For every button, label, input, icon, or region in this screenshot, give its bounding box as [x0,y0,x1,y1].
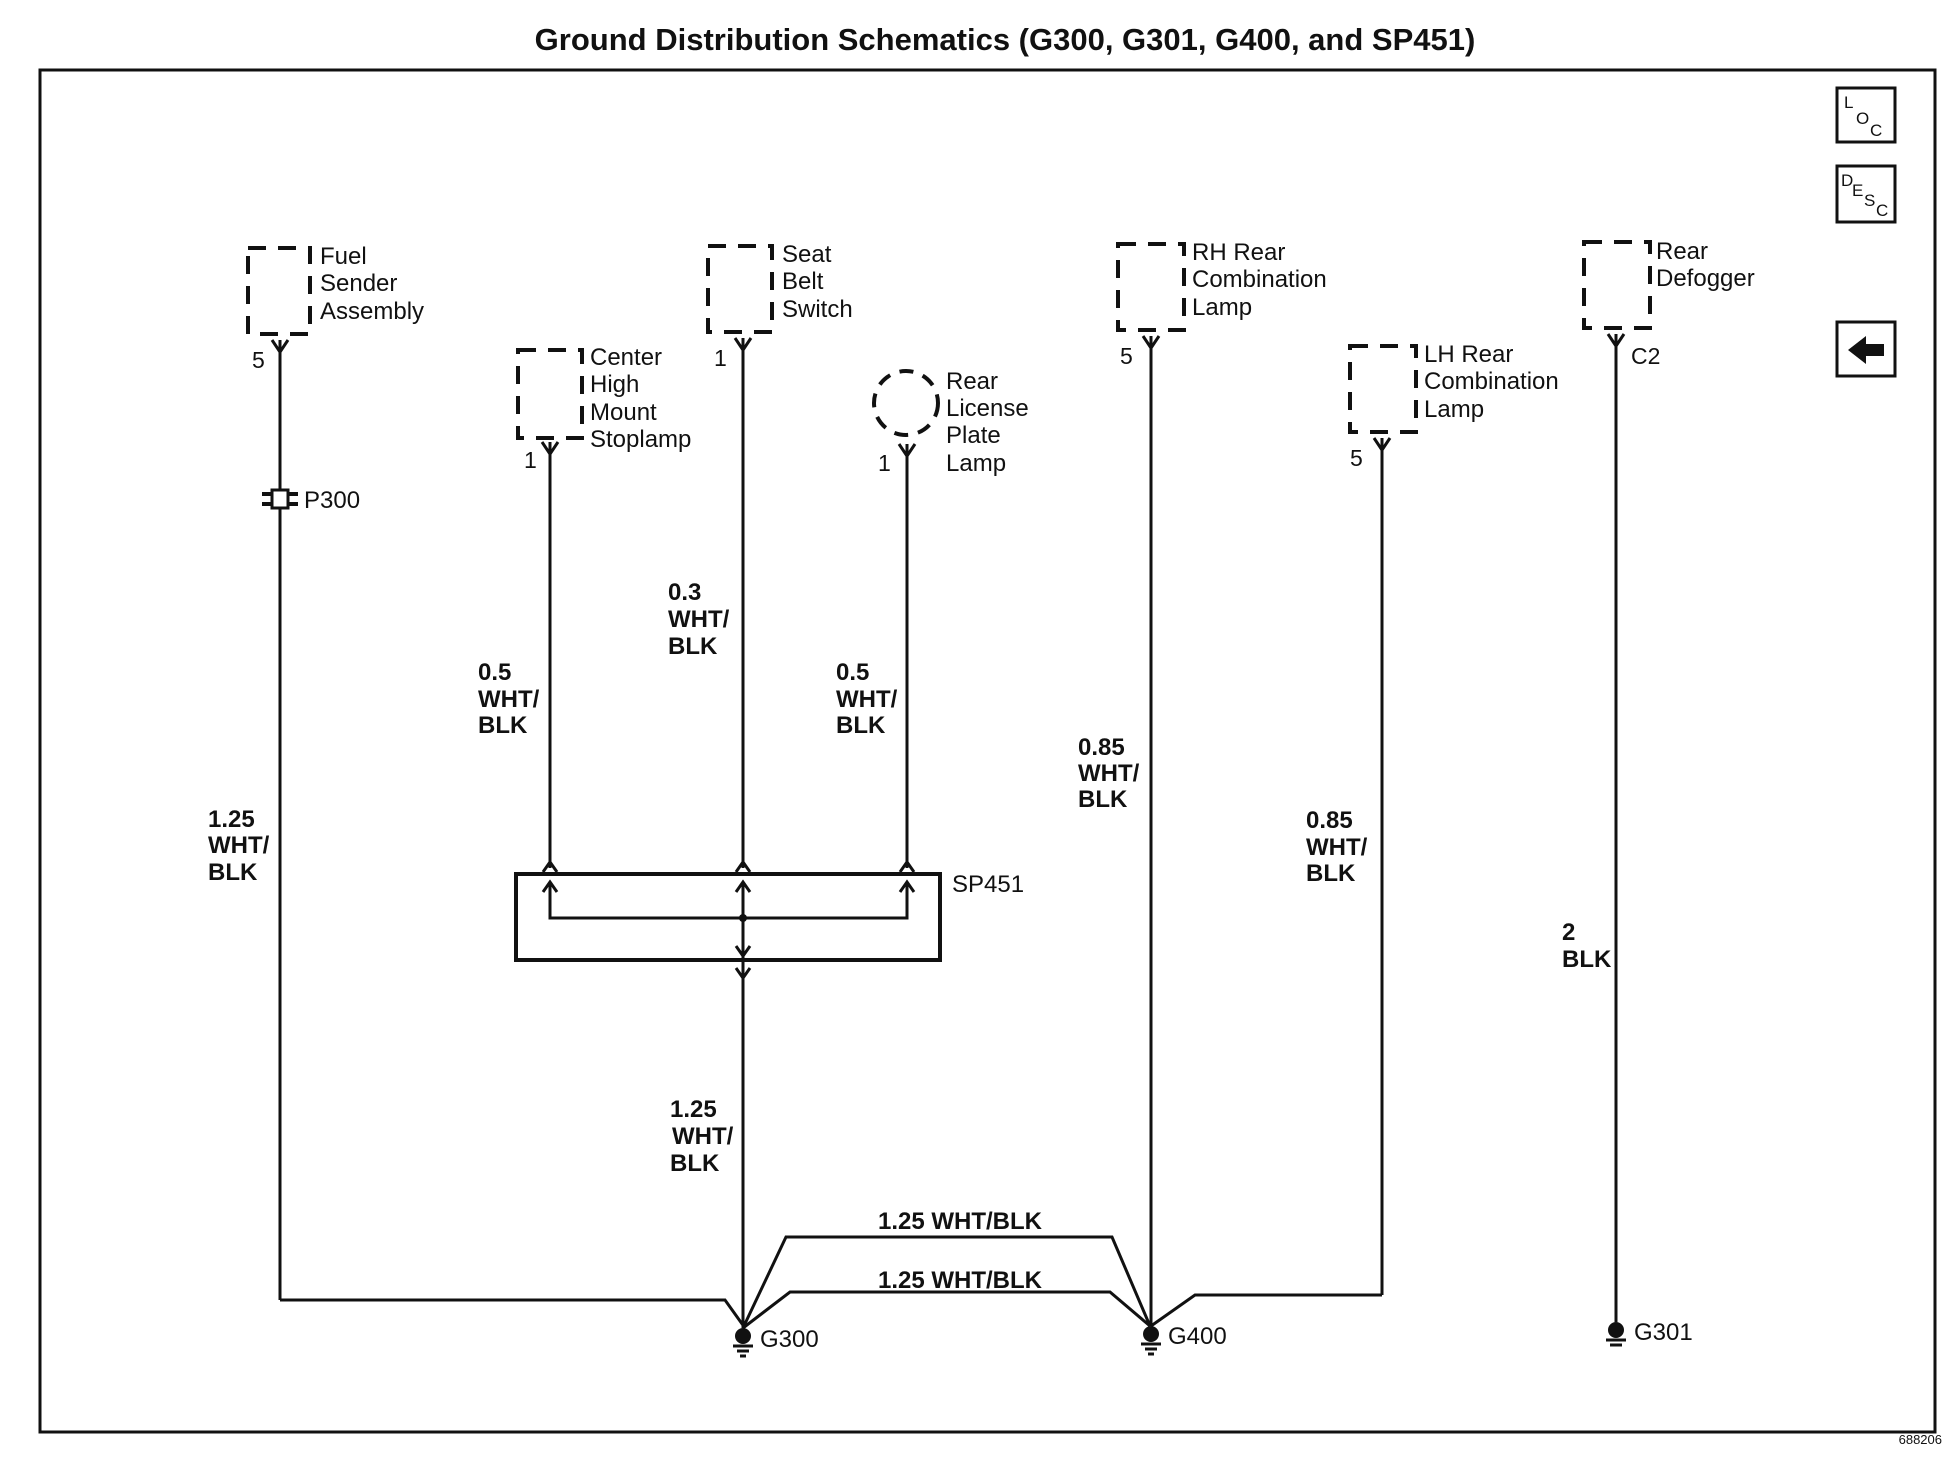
svg-text:1.25: 1.25 [670,1096,717,1123]
svg-text:C: C [1870,121,1882,140]
svg-text:D: D [1841,171,1853,190]
loc-icon[interactable]: L O C [1835,86,1897,144]
link-label-lower: 1.25 WHT/BLK [878,1267,1043,1294]
sp451-splice: SP451 [514,859,1024,981]
svg-text:Mount: Mount [590,399,657,426]
svg-text:Lamp: Lamp [1424,396,1484,423]
wire-label-splice-out: 1.25 WHT/ BLK [670,1096,734,1177]
svg-text:BLK: BLK [1562,946,1612,973]
svg-text:Seat: Seat [782,241,832,268]
svg-text:Lamp: Lamp [946,450,1006,477]
svg-text:2: 2 [1562,919,1575,946]
diagram-frame [38,68,1937,1434]
wire-label-license: 0.5 WHT/ BLK [836,659,898,739]
svg-text:Assembly: Assembly [320,298,424,325]
svg-text:BLK: BLK [478,712,528,739]
svg-text:BLK: BLK [668,633,718,660]
document-number: 688206 [1899,1432,1942,1447]
pin-label: 5 [1120,343,1133,369]
svg-text:Rear: Rear [1656,238,1708,265]
pin-label: 5 [1350,445,1363,471]
svg-text:Sender: Sender [320,270,397,297]
link-label-upper: 1.25 WHT/BLK [878,1208,1043,1235]
pin-label: 5 [252,347,265,373]
g300-label: G300 [760,1326,819,1353]
svg-text:Plate: Plate [946,422,1001,449]
wire-label-rh: 0.85 WHT/ BLK [1078,734,1140,813]
svg-text:0.3: 0.3 [668,579,701,606]
svg-text:Rear: Rear [946,368,998,395]
svg-text:License: License [946,395,1029,422]
svg-text:LH Rear: LH Rear [1424,341,1513,368]
svg-text:WHT/: WHT/ [836,686,898,713]
rh-rear-combination-lamp: RH Rear Combination Lamp 5 [1116,239,1327,369]
svg-text:E: E [1852,181,1863,200]
link-wire-upper [741,1235,1152,1329]
wire-label-seat-belt: 0.3 WHT/ BLK [668,579,730,660]
wire-label-lh: 0.85 WHT/ BLK [1306,807,1368,887]
sp451-label: SP451 [952,871,1024,898]
g400-label: G400 [1168,1323,1227,1350]
ground-g301: G301 [1606,1319,1693,1347]
svg-text:RH Rear: RH Rear [1192,239,1285,266]
svg-text:0.85: 0.85 [1306,807,1353,834]
center-high-mount-stoplamp: Center High Mount Stoplamp 1 [516,344,691,473]
lh-rear-combination-lamp: LH Rear Combination Lamp 5 [1348,341,1559,471]
svg-text:Combination: Combination [1424,368,1559,395]
svg-text:C: C [1876,201,1888,220]
wire-label-defog: 2 BLK [1562,919,1612,973]
svg-text:Belt: Belt [782,268,824,295]
svg-text:0.85: 0.85 [1078,734,1125,761]
svg-text:WHT/: WHT/ [668,606,730,633]
pin-label: 1 [878,450,891,476]
wire-label-fuel: 1.25 WHT/ BLK [208,806,270,886]
rear-defogger: Rear Defogger C2 [1582,238,1755,369]
svg-text:WHT/: WHT/ [672,1123,734,1150]
pin-label: 1 [714,345,727,371]
svg-text:0.5: 0.5 [478,659,511,686]
svg-text:BLK: BLK [208,859,258,886]
link-wire-lower [742,1290,1151,1330]
seat-belt-switch: Seat Belt Switch 1 [706,241,853,371]
p300-label: P300 [304,487,360,514]
rear-license-plate-lamp: Rear License Plate Lamp 1 [872,368,1029,477]
svg-text:Switch: Switch [782,296,853,323]
p300-connector: P300 [262,487,360,514]
page-title: Ground Distribution Schematics (G300, G3… [535,22,1476,57]
svg-text:BLK: BLK [670,1150,720,1177]
svg-text:Fuel: Fuel [320,243,367,270]
wire-label-chmsl: 0.5 WHT/ BLK [478,659,540,739]
svg-text:High: High [590,371,639,398]
svg-text:Stoplamp: Stoplamp [590,426,691,453]
pin-label: 1 [524,447,537,473]
svg-text:WHT/: WHT/ [1306,834,1368,861]
g301-label: G301 [1634,1319,1693,1346]
svg-text:L: L [1844,93,1853,112]
fuel-sender-assembly: Fuel Sender Assembly 5 [246,243,424,373]
svg-text:1.25: 1.25 [208,806,255,833]
svg-text:BLK: BLK [836,712,886,739]
svg-text:WHT/: WHT/ [1078,760,1140,787]
pin-label: C2 [1631,343,1660,369]
ground-g300: G300 [733,1326,819,1358]
svg-text:Combination: Combination [1192,266,1327,293]
svg-text:Lamp: Lamp [1192,294,1252,321]
svg-text:BLK: BLK [1306,860,1356,887]
svg-text:Defogger: Defogger [1656,265,1755,292]
left-arrow-icon[interactable] [1835,320,1897,378]
desc-icon[interactable]: D E S C [1835,164,1897,224]
svg-text:Center: Center [590,344,662,371]
svg-text:WHT/: WHT/ [478,686,540,713]
svg-text:BLK: BLK [1078,786,1128,813]
svg-text:0.5: 0.5 [836,659,869,686]
svg-text:S: S [1864,191,1875,210]
svg-text:WHT/: WHT/ [208,832,270,859]
ground-g400: G400 [1141,1323,1227,1356]
svg-text:O: O [1856,109,1869,128]
